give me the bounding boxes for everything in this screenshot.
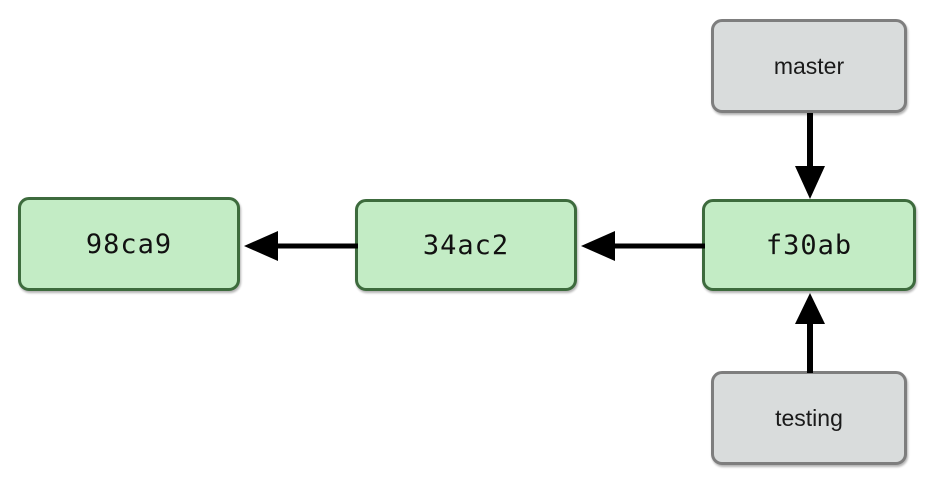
branch-label: master — [773, 52, 845, 79]
arrow-testing-to-f30ab — [789, 291, 831, 373]
arrow-34ac2-to-98ca9 — [240, 225, 358, 267]
branch-node-master[interactable]: master — [711, 19, 907, 113]
arrow-f30ab-to-34ac2 — [577, 225, 705, 267]
commit-label: f30ab — [765, 229, 853, 261]
branch-label: testing — [775, 404, 843, 431]
commit-node-f30ab[interactable]: f30ab — [702, 199, 916, 291]
commit-node-98ca9[interactable]: 98ca9 — [18, 197, 240, 291]
branch-node-testing[interactable]: testing — [711, 371, 907, 465]
commit-label: 34ac2 — [422, 229, 510, 261]
commit-label: 98ca9 — [85, 228, 173, 260]
arrow-master-to-f30ab — [789, 113, 831, 201]
commit-node-34ac2[interactable]: 34ac2 — [355, 199, 577, 291]
